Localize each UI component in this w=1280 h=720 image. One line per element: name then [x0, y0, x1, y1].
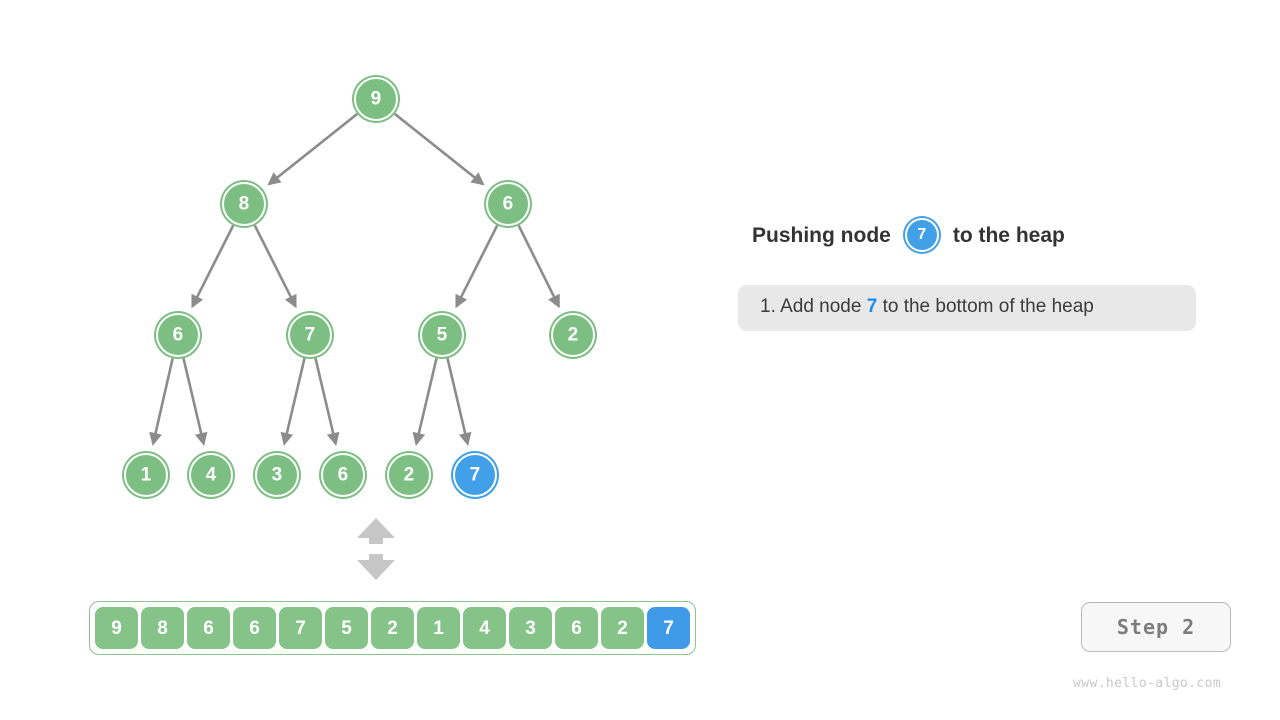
tree-node-value: 6: [502, 193, 514, 214]
array-cell-value: 2: [387, 617, 398, 639]
tree-node-value: 2: [567, 324, 579, 345]
array-cell-value: 2: [617, 617, 628, 639]
array-cell-value: 7: [663, 617, 674, 639]
site-watermark: www.hello-algo.com: [1073, 676, 1222, 691]
array-cell: 8: [141, 607, 184, 649]
tree-node-n2: 6: [486, 182, 530, 226]
tree-node-n7: 1: [124, 453, 168, 497]
tree-node-n10: 6: [321, 453, 365, 497]
array-cell: 4: [463, 607, 506, 649]
panel-title-prefix: Pushing node: [752, 223, 891, 247]
tree-node-n9: 3: [255, 453, 299, 497]
array-cell: 2: [601, 607, 644, 649]
tree-edge: [191, 224, 235, 309]
tree-node-value: 1: [140, 464, 152, 485]
tree-node-n6: 2: [551, 313, 595, 357]
tree-edge: [182, 358, 208, 446]
tree-node-n12: 7: [453, 453, 497, 497]
step-description-prefix: 1. Add node: [760, 296, 862, 317]
tree-node-n5: 5: [420, 313, 464, 357]
panel-title: Pushing node 7 to the heap: [752, 218, 1065, 252]
array-cell: 6: [187, 607, 230, 649]
tree-edge: [455, 224, 499, 309]
tree-node-value: 2: [403, 464, 415, 485]
step-description-highlight: 7: [866, 296, 878, 317]
array-cell: 3: [509, 607, 552, 649]
array-cell: 2: [371, 607, 414, 649]
tree-node-n0: 9: [354, 77, 398, 121]
tree-edge: [314, 358, 340, 446]
tree-node-value: 6: [337, 464, 349, 485]
tree-edge: [446, 358, 472, 446]
array-cell-value: 1: [433, 617, 444, 639]
array-cell-value: 4: [479, 617, 490, 639]
array-cell: 9: [95, 607, 138, 649]
panel-title-node-badge: 7: [904, 218, 939, 252]
array-cell-value: 3: [525, 617, 536, 639]
tree-edge: [412, 358, 438, 446]
tree-node-value: 6: [172, 324, 184, 345]
heap-array: 9 8 6 6 7 5 2 1 4 3 6 2 7: [89, 601, 696, 655]
array-cell: 6: [555, 607, 598, 649]
tree-edge: [280, 358, 306, 446]
array-cell: 5: [325, 607, 368, 649]
tree-edge: [517, 224, 560, 309]
tree-node-n1: 8: [222, 182, 266, 226]
tree-node-value: 9: [370, 88, 382, 109]
step-description-box: 1. Add node 7 to the bottom of the heap: [738, 285, 1196, 331]
array-cell: 1: [417, 607, 460, 649]
tree-node-value: 4: [205, 464, 217, 485]
array-cell-value: 9: [111, 617, 122, 639]
array-cell: 7: [279, 607, 322, 649]
array-cell: 7: [647, 607, 690, 649]
tree-node-n11: 2: [387, 453, 431, 497]
tree-edge: [149, 358, 174, 446]
array-cell-value: 7: [295, 617, 306, 639]
tree-edge: [393, 112, 485, 186]
step-counter-badge: Step 2: [1081, 602, 1231, 652]
array-cell: 6: [233, 607, 276, 649]
tree-node-n3: 6: [156, 313, 200, 357]
step-description-suffix: to the bottom of the heap: [882, 296, 1094, 317]
tree-node-value: 8: [238, 193, 250, 214]
array-cell-value: 6: [571, 617, 582, 639]
tree-node-n8: 4: [189, 453, 233, 497]
array-cell-value: 6: [203, 617, 214, 639]
up-down-arrow-icon: [355, 518, 397, 580]
panel-title-suffix: to the heap: [952, 223, 1065, 247]
tree-node-value: 3: [271, 464, 283, 485]
tree-node-n4: 7: [288, 313, 332, 357]
step-counter-label: Step 2: [1116, 615, 1196, 639]
array-cell-value: 8: [157, 617, 168, 639]
tree-edge: [253, 224, 297, 309]
tree-node-value: 5: [436, 324, 448, 345]
tree-node-value: 7: [304, 324, 316, 345]
array-cell-value: 6: [249, 617, 260, 639]
tree-edge: [267, 112, 359, 186]
array-cell-value: 5: [341, 617, 352, 639]
tree-node-value: 7: [469, 464, 481, 485]
